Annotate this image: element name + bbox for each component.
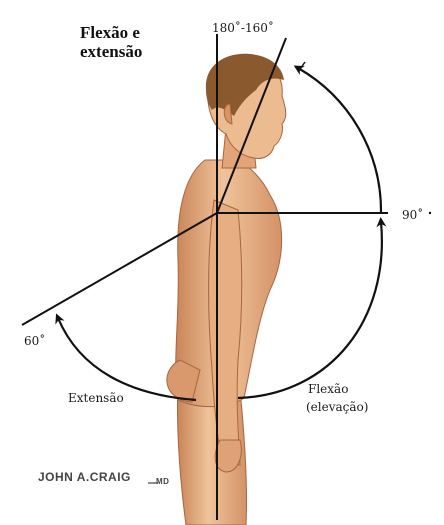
extension-label: Extensão: [68, 391, 124, 405]
diagram-title-line2: extensão: [80, 42, 142, 61]
reference-lines: [21, 34, 388, 520]
diagram-title-line1: Flexão e: [80, 23, 140, 42]
flexion-sub-label: (elevação): [306, 400, 368, 414]
horizontal-90-label: 90˚: [402, 207, 423, 222]
extension-60-label: 60˚: [24, 333, 45, 348]
flexion-upper-arc: [293, 65, 383, 214]
extension-arc: [55, 313, 197, 402]
flexion-lower-arc: [237, 217, 387, 400]
small-tick-mark: [297, 61, 306, 73]
top-range-label: 180˚-160˚: [212, 20, 274, 35]
flexion-limit-line: [216, 37, 287, 214]
motion-arcs: [55, 65, 387, 402]
extension-60-line: [21, 212, 218, 326]
human-figure: [166, 53, 287, 525]
horizontal-end-dot: [428, 211, 432, 215]
signature-suffix: MD: [156, 477, 169, 486]
artist-signature: JOHN A.CRAIG MD: [38, 470, 169, 486]
flexion-label: Flexão: [308, 382, 348, 396]
signature-name: JOHN A.CRAIG: [38, 470, 131, 484]
